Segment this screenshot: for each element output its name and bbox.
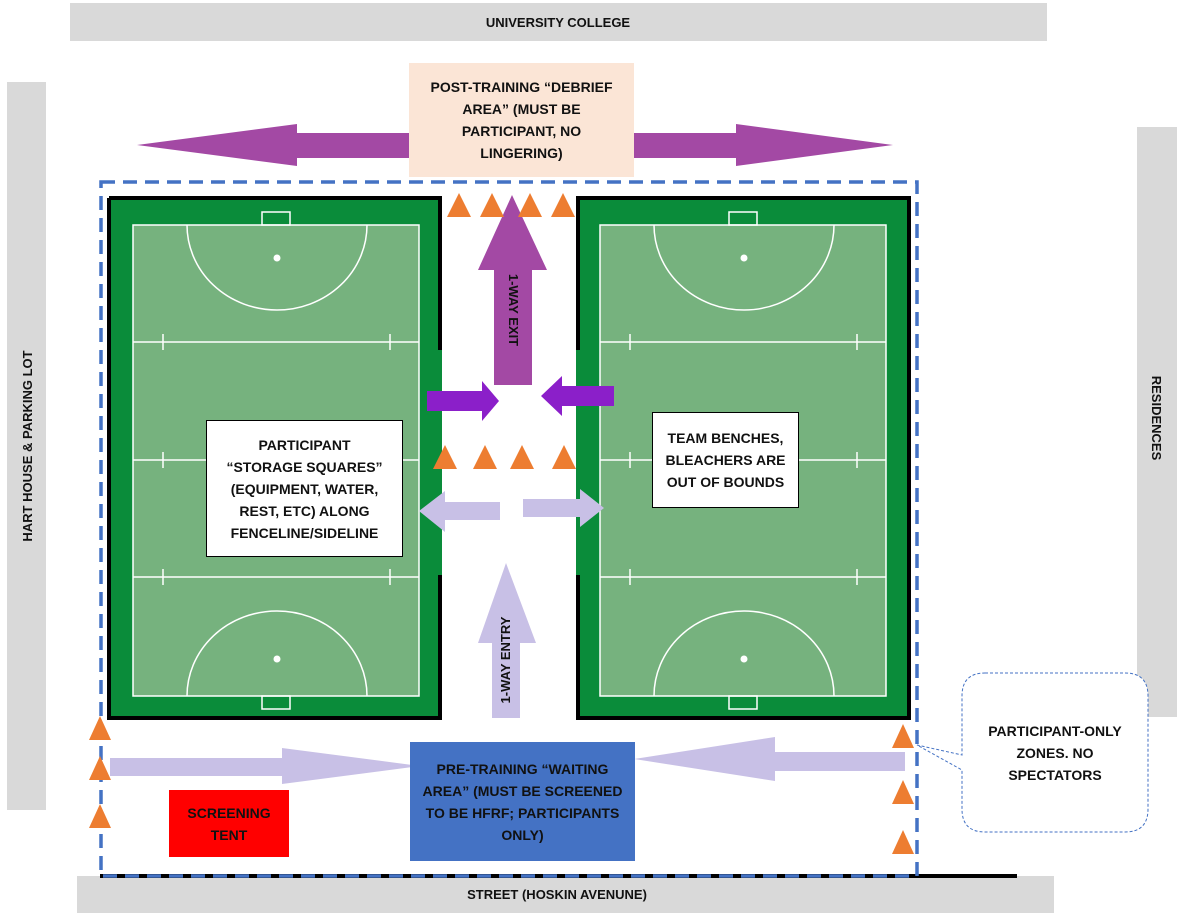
exit-arrow-label: 1-WAY EXIT	[506, 274, 521, 346]
waiting-arrow-right	[634, 737, 905, 781]
cone	[447, 193, 471, 217]
entry-arrow	[478, 563, 536, 718]
outward-arrow-right	[523, 489, 604, 527]
waiting-arrow-left	[110, 748, 420, 784]
storage-squares-box: PARTICIPANT “STORAGE SQUARES” (EQUIPMENT…	[206, 420, 403, 557]
cone	[892, 830, 914, 854]
cone	[518, 193, 542, 217]
west-label: HART HOUSE & PARKING LOT	[20, 350, 35, 541]
cone	[89, 804, 111, 828]
participant-only-callout: PARTICIPANT-ONLY ZONES. NO SPECTATORS	[988, 723, 1122, 783]
team-benches-box: TEAM BENCHES, BLEACHERS ARE OUT OF BOUND…	[652, 412, 799, 508]
cone	[510, 445, 534, 469]
debrief-area-box: POST-TRAINING “DEBRIEF AREA” (MUST BE PA…	[409, 63, 634, 177]
exit-arrow	[478, 195, 547, 385]
north-label: UNIVERSITY COLLEGE	[486, 15, 631, 30]
entry-arrow-label: 1-WAY ENTRY	[498, 616, 513, 703]
street-band	[77, 876, 1054, 913]
east-label: RESIDENCES	[1149, 376, 1164, 461]
east-building-band	[1137, 127, 1177, 717]
cone	[892, 780, 914, 804]
waiting-area-box: PRE-TRAINING “WAITING AREA” (MUST BE SCR…	[410, 742, 635, 861]
north-building-band	[70, 3, 1047, 41]
outward-arrow-left	[419, 491, 500, 532]
west-building-band	[7, 82, 46, 810]
cone	[433, 445, 457, 469]
cone	[473, 445, 497, 469]
participant-zone-boundary	[99, 180, 919, 878]
screening-tent-box: SCREENING TENT	[169, 790, 289, 857]
cone	[89, 716, 111, 740]
cone	[892, 724, 914, 748]
callout-bubble-shape	[916, 672, 1149, 833]
cone	[480, 193, 504, 217]
cone	[551, 193, 575, 217]
cone	[552, 445, 576, 469]
street-label: STREET (HOSKIN AVENUNE)	[467, 887, 647, 902]
cone-group	[89, 193, 914, 854]
cone	[89, 756, 111, 780]
inward-arrow-left	[427, 381, 499, 421]
inward-arrow-right	[541, 376, 614, 416]
